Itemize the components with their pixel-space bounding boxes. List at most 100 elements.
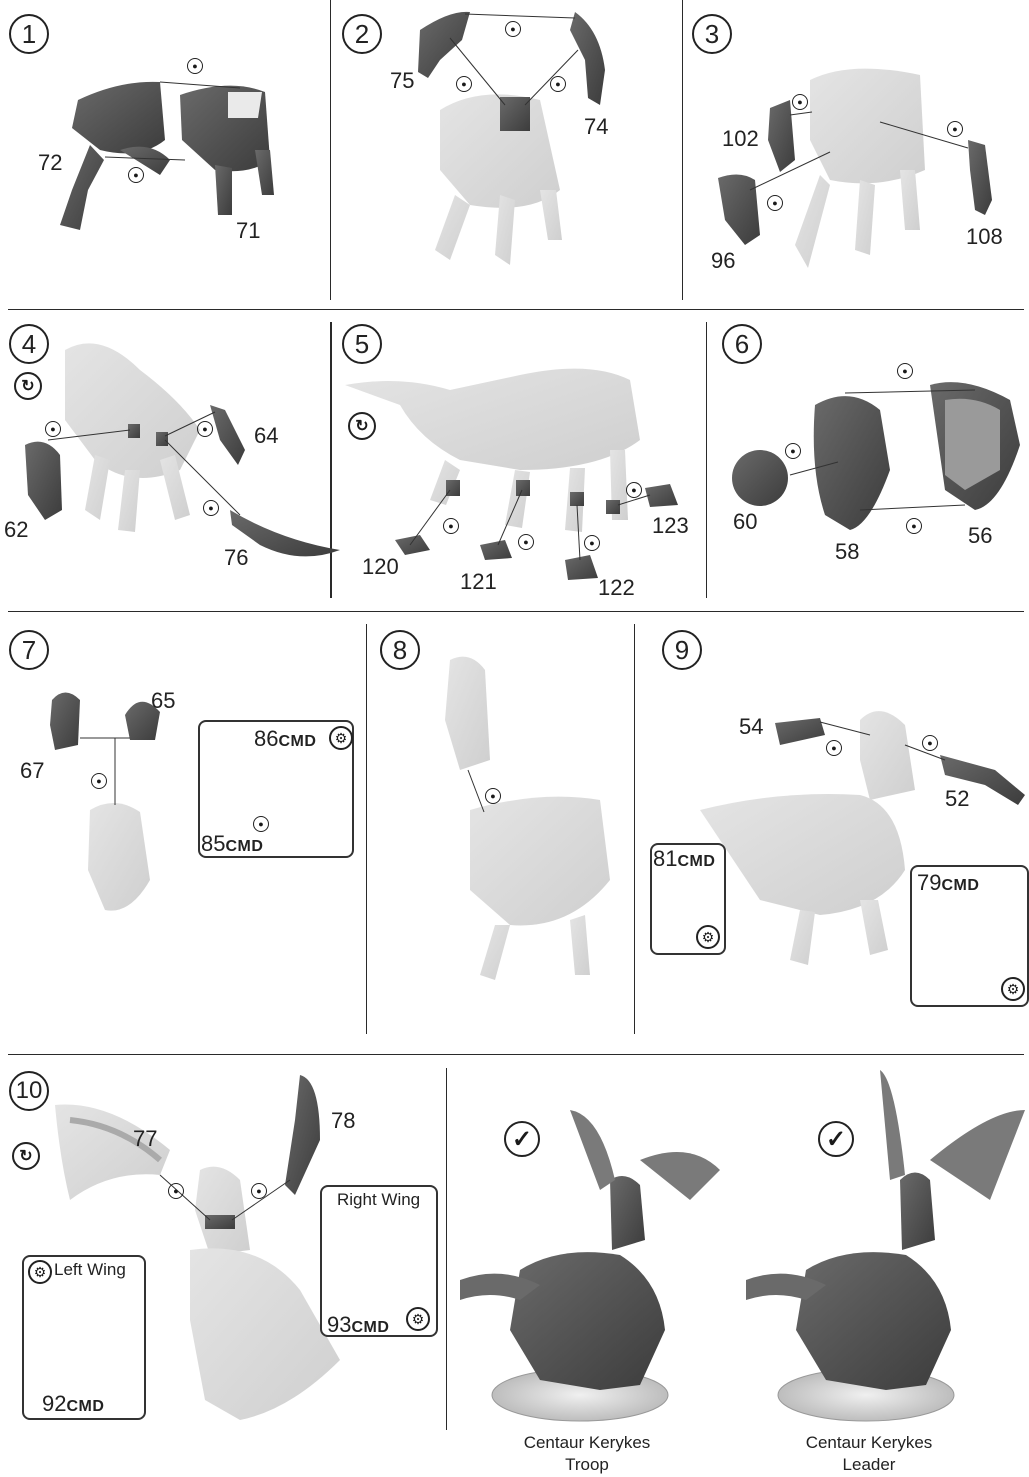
step8-figure-ghost	[445, 657, 610, 980]
step4-part-62	[25, 442, 62, 520]
part-56: 56	[968, 525, 992, 547]
right-wing-label: Right Wing	[337, 1190, 420, 1210]
step2-part-75	[418, 12, 470, 78]
step-10-number: 10	[9, 1071, 49, 1111]
command-icon: ⚙	[28, 1260, 52, 1284]
step2-part-74	[570, 12, 605, 105]
part-85-cmd: 85CMD	[201, 833, 263, 855]
part-102: 102	[722, 128, 759, 150]
rotate-icon: ↻	[14, 372, 42, 400]
glue-drop-icon: ●	[187, 58, 203, 74]
glue-drop-icon: ●	[947, 121, 963, 137]
step-5-number: 5	[342, 324, 382, 364]
part-123: 123	[652, 515, 689, 537]
part-75: 75	[390, 70, 414, 92]
glue-drop-icon: ●	[767, 195, 783, 211]
step5-part-121	[480, 540, 512, 560]
part-60: 60	[733, 511, 757, 533]
step6-part-60	[732, 450, 788, 506]
step5-part-120	[395, 535, 430, 555]
leader-model	[746, 1070, 1025, 1390]
glue-drop-icon: ●	[128, 167, 144, 183]
glue-drop-icon: ●	[485, 788, 501, 804]
glue-drop-icon: ●	[168, 1183, 184, 1199]
part-86-cmd: 86CMD	[254, 728, 316, 750]
leader-caption-line1: Centaur Kerykes	[762, 1432, 976, 1454]
step4-horse-ghost	[65, 343, 200, 532]
glue-drop-icon: ●	[197, 421, 213, 437]
part-62: 62	[4, 519, 28, 541]
part-92-cmd: 92CMD	[42, 1393, 104, 1415]
glue-drop-icon: ●	[505, 21, 521, 37]
glue-drop-icon: ●	[550, 76, 566, 92]
step5-horse-ghost	[345, 369, 640, 532]
glue-drop-icon: ●	[251, 1183, 267, 1199]
part-65: 65	[151, 690, 175, 712]
part-96: 96	[711, 250, 735, 272]
step3-part-102	[768, 100, 795, 172]
part-122: 122	[598, 577, 635, 599]
glue-drop-icon: ●	[518, 534, 534, 550]
step-1-number: 1	[9, 14, 49, 54]
step-3-number: 3	[692, 14, 732, 54]
troop-caption: Centaur Kerykes Troop	[480, 1432, 694, 1476]
glue-drop-icon: ●	[897, 363, 913, 379]
step9-figure-ghost	[700, 711, 915, 965]
part-64: 64	[254, 425, 278, 447]
part-120: 120	[362, 556, 399, 578]
part-121: 121	[460, 571, 497, 593]
part-76: 76	[224, 547, 248, 569]
glue-drop-icon: ●	[826, 740, 842, 756]
glue-drop-icon: ●	[792, 94, 808, 110]
glue-drop-icon: ●	[45, 421, 61, 437]
step3-part-108	[968, 140, 992, 215]
step2-horse-ghost	[435, 94, 562, 265]
step3-part-96	[718, 174, 760, 245]
part-79-cmd: 79CMD	[917, 872, 979, 894]
leader-caption-line2: Leader	[762, 1454, 976, 1476]
glue-drop-icon: ●	[91, 773, 107, 789]
glue-drop-icon: ●	[922, 735, 938, 751]
step-6-number: 6	[722, 324, 762, 364]
glue-drop-icon: ●	[253, 816, 269, 832]
glue-drop-icon: ●	[203, 500, 219, 516]
glue-drop-icon: ●	[785, 443, 801, 459]
glue-drop-icon: ●	[584, 535, 600, 551]
rotate-icon: ↻	[12, 1142, 40, 1170]
troop-model	[460, 1110, 720, 1390]
step4-part-64	[210, 405, 245, 465]
left-wing-label: Left Wing	[54, 1260, 126, 1280]
part-71: 71	[236, 220, 260, 242]
part-52: 52	[945, 788, 969, 810]
command-icon: ⚙	[406, 1307, 430, 1331]
leader-caption: Centaur Kerykes Leader	[762, 1432, 976, 1476]
glue-drop-icon: ●	[456, 76, 472, 92]
command-icon: ⚙	[696, 925, 720, 949]
troop-caption-line2: Troop	[480, 1454, 694, 1476]
part-77: 77	[133, 1128, 157, 1150]
step-2-number: 2	[342, 14, 382, 54]
step-7-number: 7	[9, 630, 49, 670]
step3-horse-ghost	[795, 69, 925, 268]
step1-horse-front	[180, 86, 274, 215]
step-9-number: 9	[662, 630, 702, 670]
part-81-cmd: 81CMD	[653, 848, 715, 870]
step1-horse-rear	[60, 82, 170, 230]
step9-part-54	[775, 718, 825, 745]
step-8-number: 8	[380, 630, 420, 670]
glue-drop-icon: ●	[626, 482, 642, 498]
part-54: 54	[739, 716, 763, 738]
part-93-cmd: 93CMD	[327, 1314, 389, 1336]
step-4-number: 4	[9, 324, 49, 364]
command-icon: ⚙	[329, 726, 353, 750]
step10-figure-ghost	[190, 1167, 340, 1420]
command-icon: ⚙	[1001, 977, 1025, 1001]
glue-drop-icon: ●	[906, 518, 922, 534]
glue-drop-icon: ●	[443, 518, 459, 534]
part-72: 72	[38, 152, 62, 174]
rotate-icon: ↻	[348, 412, 376, 440]
part-58: 58	[835, 541, 859, 563]
part-74: 74	[584, 116, 608, 138]
step7-part-67	[50, 693, 80, 751]
